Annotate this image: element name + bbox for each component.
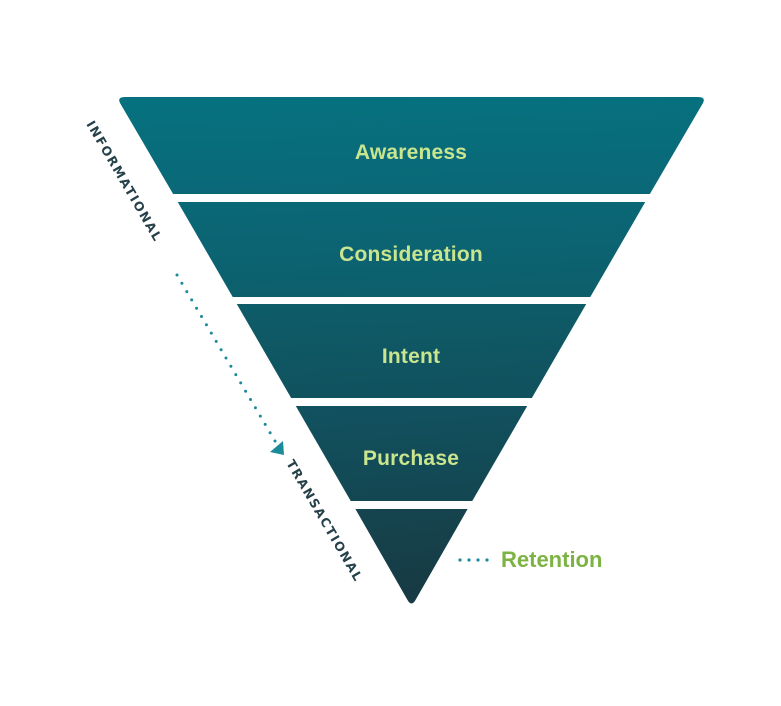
retention-label: Retention: [501, 547, 602, 572]
retention-callout: Retention: [458, 547, 602, 572]
funnel-stages: [119, 97, 704, 604]
connector-dot: [485, 558, 489, 562]
axis-dot: [224, 356, 228, 360]
stage-label-consideration: Consideration: [339, 243, 483, 266]
axis-dot: [273, 439, 277, 443]
funnel-stage-awareness: [119, 97, 704, 194]
arrowhead-icon: [270, 441, 284, 455]
axis-dot: [219, 348, 223, 352]
axis-dot: [200, 315, 203, 318]
connector-dot: [467, 558, 471, 562]
axis-dot: [209, 331, 213, 335]
funnel-stage-retention: [355, 509, 468, 604]
stage-label-intent: Intent: [382, 345, 440, 368]
axis-dot: [214, 339, 218, 343]
axis-dot: [239, 381, 243, 385]
axis-dot: [180, 281, 184, 285]
axis-dot: [185, 290, 189, 294]
stage-label-awareness: Awareness: [355, 141, 467, 164]
connector-dot: [458, 558, 462, 562]
stage-label-purchase: Purchase: [363, 447, 459, 470]
connector-dot: [476, 558, 480, 562]
axis-dot: [229, 364, 233, 368]
axis-dot: [244, 389, 248, 393]
axis-dot: [175, 273, 179, 277]
funnel-stage-intent: [236, 304, 587, 398]
axis-dot: [268, 431, 272, 435]
axis-dot: [234, 373, 238, 377]
stage-labels: Awareness Consideration Intent Purchase: [339, 141, 483, 470]
axis-dot: [195, 306, 199, 310]
axis-dot: [263, 422, 267, 426]
axis-dotted-arrow: [175, 273, 277, 443]
axis-dot: [253, 406, 257, 410]
funnel-stage-consideration: [177, 202, 646, 297]
axis-dot: [204, 323, 208, 327]
retention-dotted-connector: [458, 558, 489, 562]
funnel-stage-purchase: [295, 406, 528, 501]
axis-dot: [249, 398, 252, 401]
axis-dot: [190, 298, 194, 302]
axis-dot: [258, 414, 262, 418]
